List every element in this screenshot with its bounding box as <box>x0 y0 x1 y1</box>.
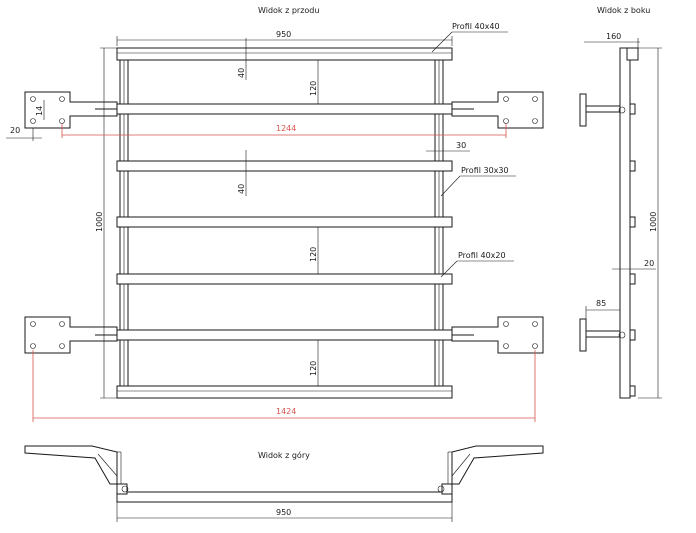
dim-14: 14 <box>35 106 44 116</box>
dim-950-bottom: 950 <box>276 508 291 517</box>
label-profil-40x40: Profil 40x40 <box>452 22 500 31</box>
front-view-title: Widok z przodu <box>258 6 319 15</box>
label-profil-30x30: Profil 30x30 <box>461 166 509 175</box>
crossbar-5 <box>116 329 453 341</box>
lower-left-bracket <box>24 316 118 354</box>
dim-side-160: 160 <box>606 32 621 41</box>
upper-right-bracket <box>451 91 544 129</box>
dim-30: 30 <box>456 141 466 150</box>
bottom-bar <box>116 385 453 399</box>
top-view-bar <box>116 491 453 503</box>
dim-40-a: 40 <box>237 68 246 78</box>
dim-120-a: 120 <box>309 81 318 96</box>
side-view-title: Widok z boku <box>597 6 650 15</box>
dim-40-b: 40 <box>237 184 246 194</box>
dim-120-c: 120 <box>309 361 318 376</box>
dim-120-b: 120 <box>309 247 318 262</box>
dim-1000: 1000 <box>95 212 104 232</box>
crossbar-3 <box>116 216 453 228</box>
dim-20: 20 <box>10 126 20 135</box>
dim-1244: 1244 <box>276 124 296 133</box>
crossbar-2 <box>116 160 453 172</box>
top-view-title: Widok z góry <box>258 450 310 460</box>
top-bar <box>116 47 453 61</box>
side-top-cap <box>626 47 639 61</box>
front-view: Widok z przodu <box>6 6 544 422</box>
dim-side-20: 20 <box>644 259 654 268</box>
dim-side-85: 85 <box>596 299 606 308</box>
dim-1424: 1424 <box>276 407 296 416</box>
dim-side-1000: 1000 <box>649 212 658 232</box>
side-post <box>619 47 631 399</box>
upper-left-bracket <box>24 91 118 129</box>
side-view: Widok z boku 160 1000 20 85 <box>579 6 662 399</box>
crossbar-1 <box>116 103 453 115</box>
label-profil-40x20: Profil 40x20 <box>458 251 506 260</box>
lower-right-bracket <box>451 316 544 354</box>
top-view: Widok z góry 950 <box>24 445 544 522</box>
dim-950-top: 950 <box>276 30 291 39</box>
crossbar-4 <box>116 273 453 285</box>
